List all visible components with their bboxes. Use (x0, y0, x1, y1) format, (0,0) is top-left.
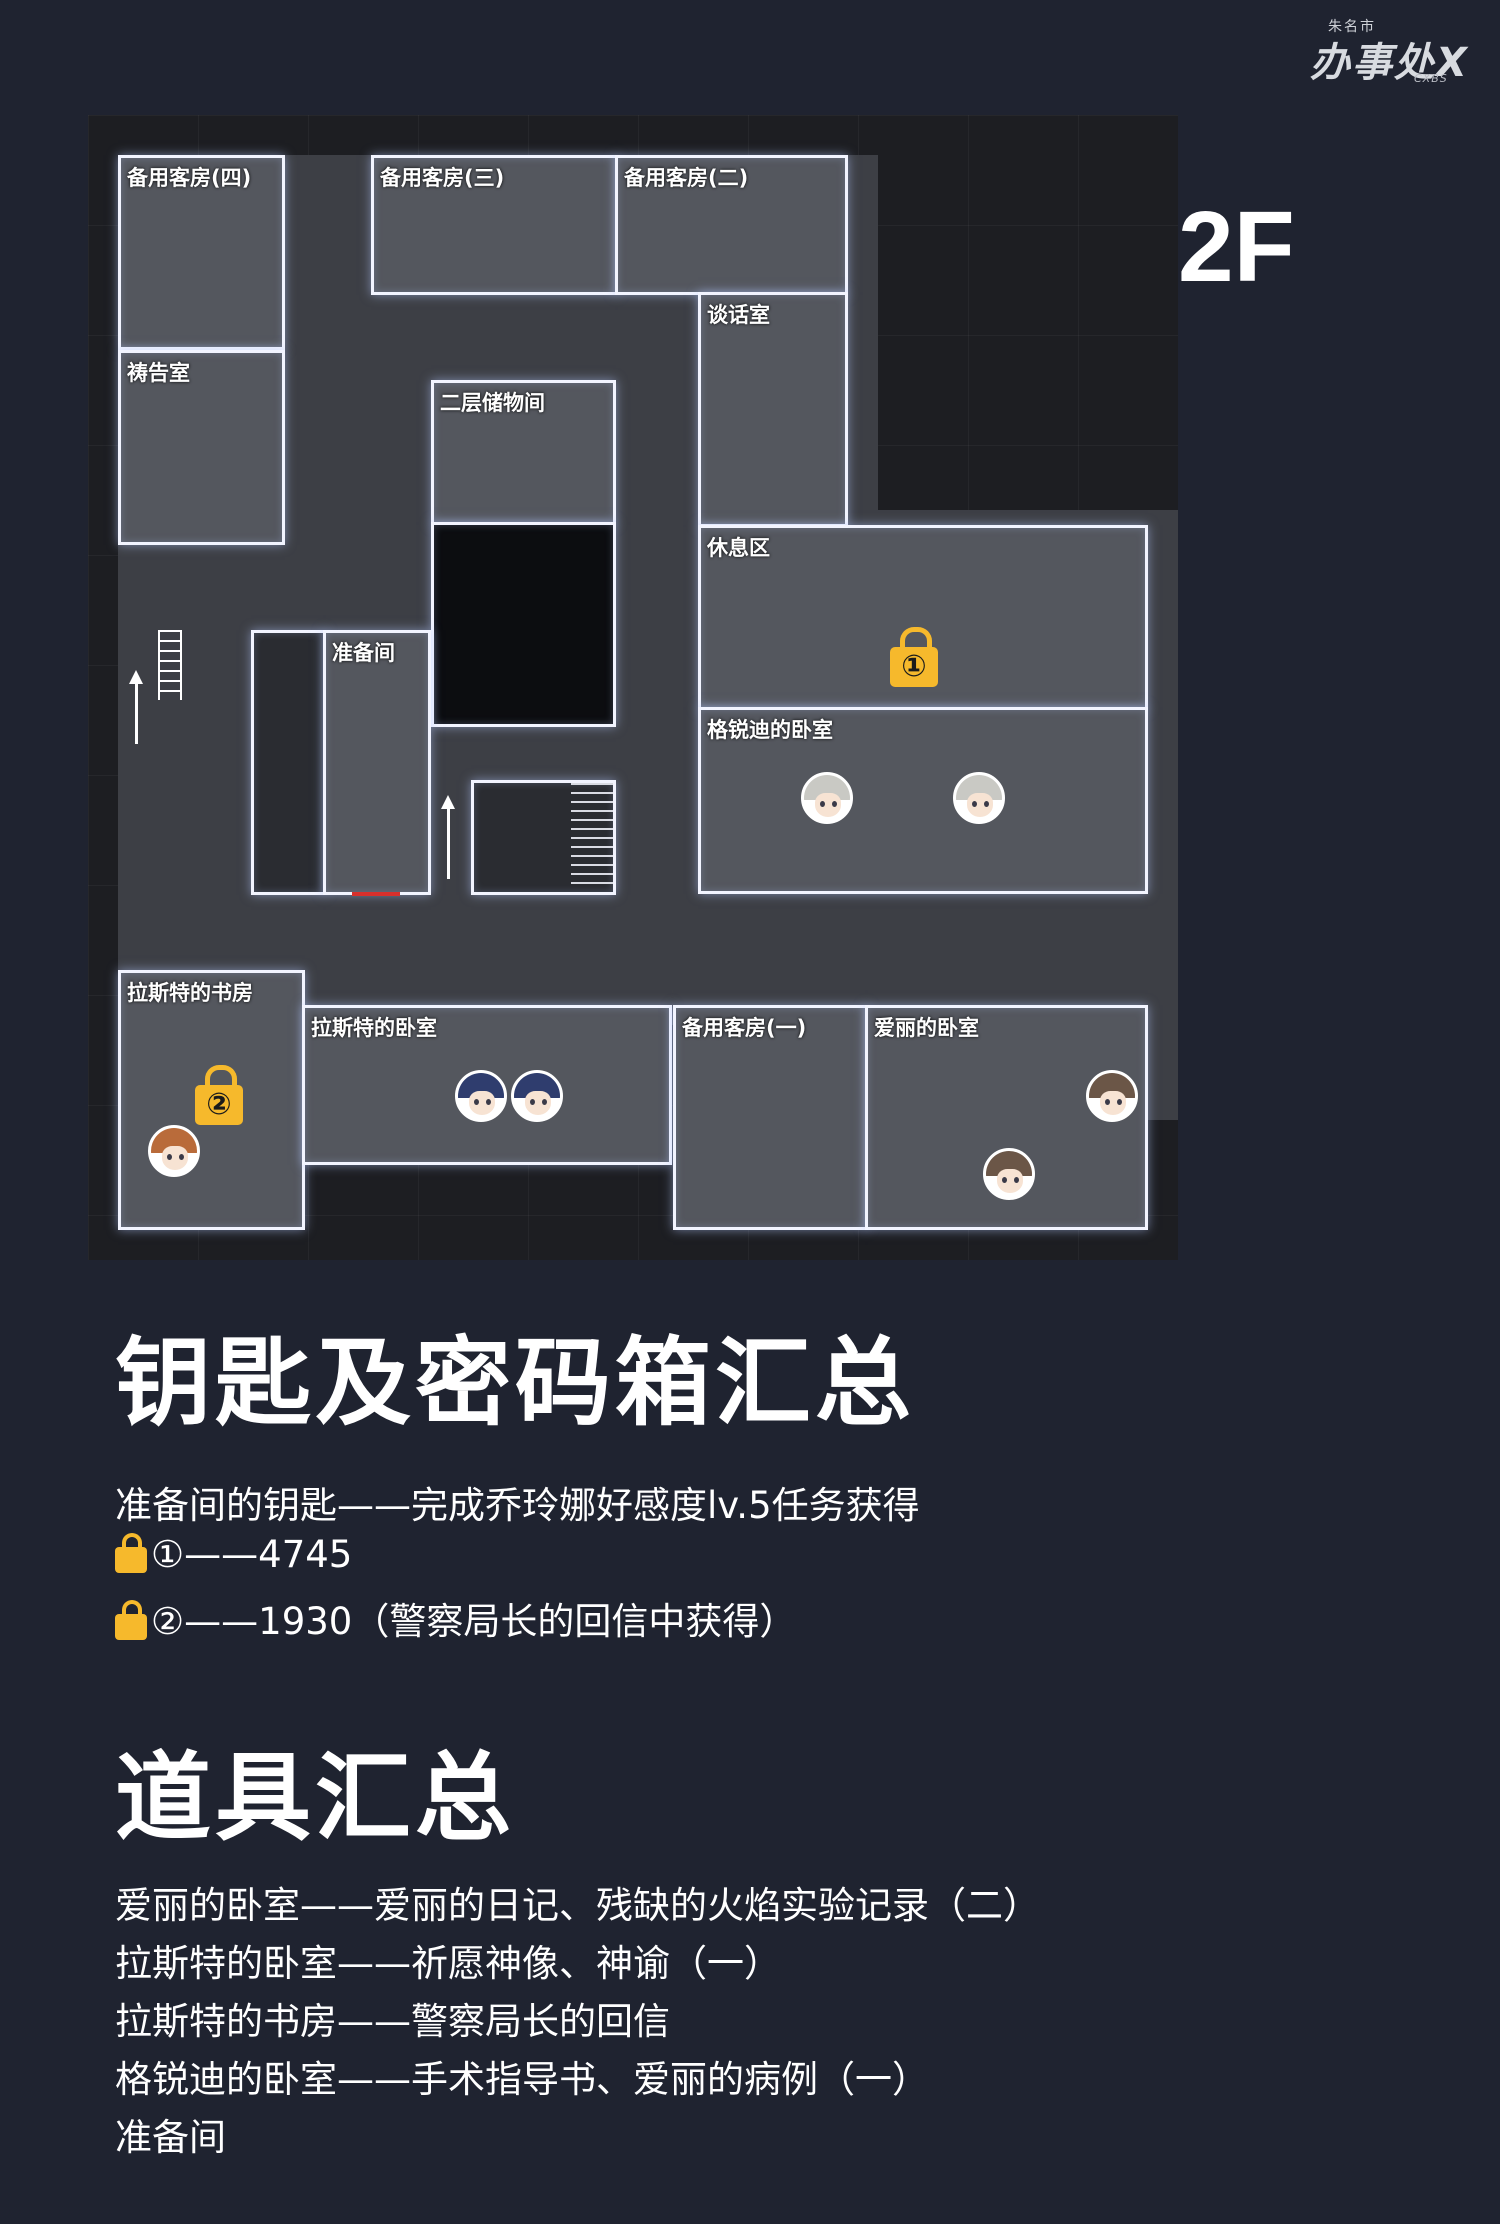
room-prep-side (251, 630, 326, 895)
room-prayer[interactable]: 祷告室 (118, 350, 285, 545)
keys-section-title: 钥匙及密码箱汇总 (115, 1327, 915, 1439)
key-line-lock2-text: ②——1930（警察局长的回信中获得） (151, 1600, 797, 1643)
up-arrow-icon (129, 670, 143, 684)
brand-main-text: 办事处X (1310, 40, 1469, 86)
character-avatar-icon[interactable] (455, 1070, 507, 1122)
room-prep[interactable]: 准备间 (323, 630, 431, 895)
room-label: 休息区 (707, 536, 770, 560)
room-label: 备用客房(四) (127, 166, 252, 190)
up-arrow-shaft (135, 684, 138, 744)
room-void-shaft (431, 522, 616, 727)
room-label: 拉斯特的书房 (127, 981, 253, 1005)
room-label: 祷告室 (127, 361, 190, 385)
lock-shackle (900, 627, 932, 656)
room-label: 格锐迪的卧室 (707, 718, 833, 742)
room-label: 二层储物间 (440, 391, 545, 415)
room-talk[interactable]: 谈话室 (698, 292, 848, 527)
character-avatar-icon[interactable] (511, 1070, 563, 1122)
item-line: 格锐迪的卧室——手术指导书、爱丽的病例（一） (115, 2058, 929, 2101)
room-guest-3[interactable]: 备用客房(三) (371, 155, 618, 295)
room-last-bedroom[interactable]: 拉斯特的卧室 (302, 1005, 672, 1165)
room-guest-1[interactable]: 备用客房(一) (673, 1005, 868, 1230)
lock-number: ② (195, 1085, 243, 1125)
key-line-lock2: ②——1930（警察局长的回信中获得） (115, 1591, 796, 1645)
lock-number: ① (890, 647, 938, 687)
room-label: 拉斯特的卧室 (311, 1016, 437, 1040)
lock-icon[interactable]: ① (890, 627, 938, 687)
floor-label: 2F (1178, 191, 1295, 303)
key-line-lock1-text: ①——4745 (151, 1533, 353, 1576)
item-line: 拉斯特的卧室——祈愿神像、神谕（一） (115, 1942, 781, 1985)
up-arrow-shaft (447, 809, 450, 879)
item-line: 拉斯特的书房——警察局长的回信 (115, 2000, 670, 2043)
locked-door[interactable] (352, 892, 400, 896)
items-section-title: 道具汇总 (115, 1742, 515, 1854)
stairs-icon (431, 780, 471, 890)
room-guest-4[interactable]: 备用客房(四) (118, 155, 285, 350)
room-label: 爱丽的卧室 (874, 1016, 979, 1040)
room-label: 谈话室 (707, 303, 770, 327)
stairs-icon (118, 630, 190, 815)
lock-icon[interactable]: ② (195, 1065, 243, 1125)
brand-top-text: 朱名市 (1328, 19, 1376, 35)
brand-sub-text: CXBS (1414, 72, 1448, 85)
character-avatar-icon[interactable] (983, 1148, 1035, 1200)
lock-icon (115, 1533, 147, 1573)
item-line: 准备间 (115, 2116, 226, 2159)
room-storage[interactable]: 二层储物间 (431, 380, 616, 525)
key-line-prep: 准备间的钥匙——完成乔玲娜好感度lv.5任务获得 (115, 1484, 920, 1527)
item-line: 爱丽的卧室——爱丽的日记、残缺的火焰实验记录（二） (115, 1884, 1040, 1927)
key-line-lock1: ①——4745 (115, 1533, 352, 1576)
character-avatar-icon[interactable] (148, 1125, 200, 1177)
room-gerui-bedroom[interactable]: 格锐迪的卧室 (698, 707, 1148, 894)
room-label: 备用客房(一) (682, 1016, 807, 1040)
floor-map: 备用客房(四) 备用客房(三) 备用客房(二) 谈话室 祷告室 二层储物间 休息… (88, 115, 1178, 1260)
lock-icon (115, 1600, 147, 1640)
room-label: 备用客房(三) (380, 166, 505, 190)
room-label: 准备间 (332, 641, 395, 665)
lock-shackle (205, 1065, 237, 1094)
room-label: 备用客房(二) (624, 166, 749, 190)
brand-logo: 朱名市 办事处X CXBS (1310, 16, 1480, 86)
up-arrow-icon (441, 795, 455, 809)
character-avatar-icon[interactable] (1086, 1070, 1138, 1122)
stair-steps (158, 630, 182, 700)
character-avatar-icon[interactable] (801, 772, 853, 824)
stair-steps (571, 783, 613, 891)
room-guest-2[interactable]: 备用客房(二) (615, 155, 848, 295)
character-avatar-icon[interactable] (953, 772, 1005, 824)
